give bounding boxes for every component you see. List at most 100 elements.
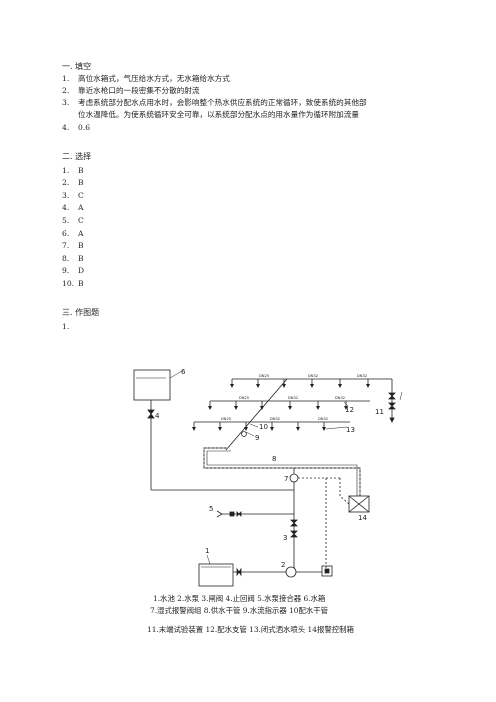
branch-row-3: DN25 DN32 DN32	[193, 417, 350, 427]
label-8: 8	[272, 455, 276, 463]
pump-controller	[321, 565, 333, 577]
branch-row-1: DN25 DN32 DN32	[231, 374, 392, 384]
sprinkler-heads	[192, 384, 370, 431]
check-valve-4	[147, 409, 155, 415]
pipe-label: DN32	[318, 417, 328, 421]
item-text: 靠近水枪口的一段密集不分散的射流	[78, 86, 200, 95]
section1-item-2: 2. 靠近水枪口的一段密集不分散的射流	[62, 86, 200, 96]
item-answer: A	[78, 203, 84, 212]
section2-item: 1.B	[62, 166, 84, 176]
legend-line-3: 11.末端试验装置 12.配水支管 13.闭式洒水喷头 14报警控制箱	[147, 625, 354, 634]
pipe-label: DN32	[357, 374, 367, 378]
section1-title: 一. 填空	[62, 62, 92, 71]
end-test-valve-lower	[388, 402, 396, 410]
supply-main-pipe	[203, 447, 361, 496]
end-test-gauge	[399, 391, 403, 401]
label-2: 2	[281, 561, 285, 569]
item-answer: B	[78, 241, 84, 250]
item-number: 8.	[62, 254, 70, 263]
section3-title: 三. 作图题	[62, 308, 100, 317]
item-answer: B	[78, 279, 84, 288]
item-text: 高位水箱式，气压给水方式，无水箱给水方式	[78, 74, 230, 83]
section1-item-1: 1. 高位水箱式，气压给水方式，无水箱给水方式	[62, 74, 230, 84]
item-answer: C	[78, 191, 84, 200]
legend-line-1: 1.水池 2.水泵 3.闸阀 4.止回阀 5.水泵接合器 6.水箱	[153, 594, 326, 603]
section2-item: 3. C	[62, 191, 84, 201]
water-tank	[133, 369, 171, 401]
section2-item: 2. B	[62, 178, 84, 188]
label-7: 7	[284, 475, 288, 483]
section2-item: 8. B	[62, 254, 84, 264]
section2-item: 5.C	[62, 216, 84, 226]
label-4: 4	[155, 412, 160, 420]
pump-connector-5	[216, 510, 223, 518]
item-text: 0.6	[78, 123, 91, 132]
label-9: 9	[255, 434, 259, 442]
end-test-valve	[388, 392, 396, 400]
connector-check-valve	[236, 511, 242, 517]
leader-1	[206, 554, 211, 565]
item-number: 3.	[62, 191, 70, 200]
item-number: 6.	[62, 229, 70, 238]
water-pool	[198, 563, 234, 587]
item-answer: B	[78, 166, 84, 175]
wet-alarm-valve	[289, 473, 299, 483]
connector-valve	[229, 511, 235, 517]
leader-6	[169, 370, 183, 379]
pipe-label: DN32	[335, 396, 345, 400]
section2-item: 4. A	[62, 203, 83, 213]
branch-row-2: DN25 DN32 DN32	[209, 396, 370, 406]
pipe-label: DN25	[239, 396, 249, 400]
section2-title: 二. 选择	[62, 152, 92, 161]
section2-item: 10.B	[62, 279, 84, 289]
leader-10	[249, 423, 259, 428]
label-14: 14	[358, 514, 367, 522]
label-11: 11	[375, 408, 384, 416]
pipe-label: DN25	[221, 417, 231, 421]
section2-item: 7. B	[62, 241, 84, 251]
label-1: 1	[205, 547, 209, 555]
item-text: 考虑系统部分配水点用水时，会影响整个热水供应系统的正常循环，致使系统的其他部	[78, 98, 367, 107]
section1-item-3: 3. 考虑系统部分配水点用水时，会影响整个热水供应系统的正常循环，致使系统的其他部	[62, 98, 367, 108]
end-test-outlet	[389, 417, 395, 423]
item-number: 4.	[62, 123, 70, 132]
pipe-label: DN32	[288, 396, 298, 400]
label-5: 5	[209, 505, 213, 513]
item-number: 3.	[62, 98, 70, 107]
suction-valve	[236, 567, 242, 577]
item-text: 位水温降低。为使系统循环安全可靠，以系统部分配水点的用水量作为循环附加流量	[78, 110, 359, 119]
item-number: 5.	[62, 216, 70, 225]
section1-item-3-cont: 位水温降低。为使系统循环安全可靠，以系统部分配水点的用水量作为循环附加流量	[62, 110, 359, 120]
distribution-main-pipe	[225, 378, 288, 451]
pipe-label: DN25	[259, 374, 269, 378]
section2-item: 9.D	[62, 266, 84, 276]
label-3: 3	[283, 534, 287, 542]
pump-controller-mark	[324, 568, 330, 574]
item-answer: B	[78, 178, 84, 187]
label-10: 10	[259, 423, 268, 431]
item-answer: A	[78, 229, 84, 238]
label-6: 6	[181, 368, 186, 376]
label-13: 13	[346, 426, 355, 434]
item-number: 10.	[62, 279, 75, 288]
item-number: 2.	[62, 178, 70, 187]
item-number: 1.	[62, 74, 70, 83]
gate-valve-upper	[290, 519, 298, 527]
pipe-label: DN32	[270, 417, 280, 421]
item-number: 7.	[62, 241, 70, 250]
alarm-control-box	[348, 495, 370, 513]
item-number: 2.	[62, 86, 70, 95]
leader-9	[245, 431, 255, 437]
check-valve-4-lower	[147, 413, 155, 419]
alarm-signal-line-2	[339, 478, 350, 505]
item-number: 4.	[62, 203, 70, 212]
section2-item: 6. A	[62, 229, 83, 239]
water-flow-indicator	[241, 431, 247, 437]
gate-valve-3	[290, 530, 298, 538]
item-answer: B	[78, 254, 84, 263]
alarm-box-cross-b	[348, 495, 370, 513]
section1-item-4: 4. 0.6	[62, 123, 90, 133]
item-number: 9.	[62, 266, 70, 275]
leader-13	[325, 426, 348, 430]
